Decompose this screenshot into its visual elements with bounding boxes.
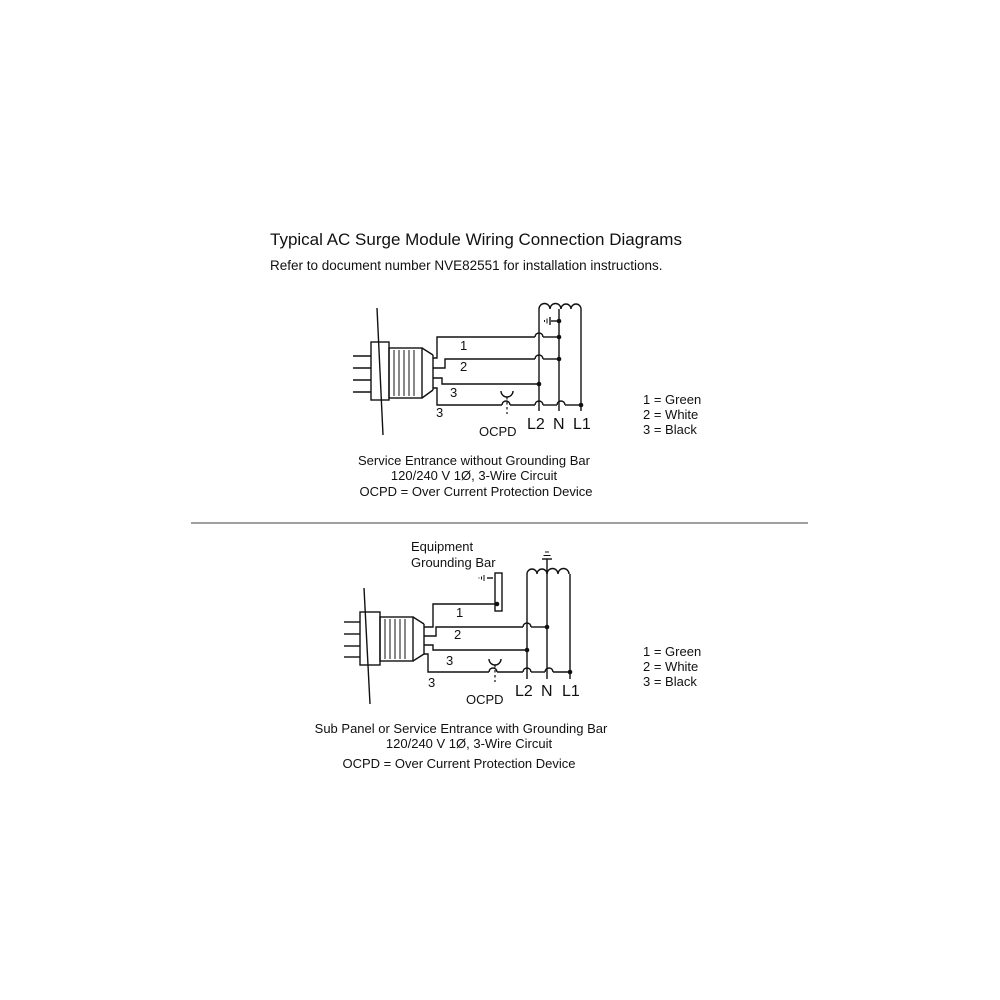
wire-label-3a: 3	[446, 653, 453, 668]
diagram1-legend-black: 3 = Black	[643, 422, 697, 437]
ocpd-label: OCPD	[466, 692, 504, 707]
ground-symbol	[544, 317, 551, 325]
wire-label-1: 1	[460, 338, 467, 353]
page-subtitle: Refer to document number NVE82551 for in…	[270, 258, 662, 273]
diagram2-caption-line1: Sub Panel or Service Entrance with Groun…	[315, 721, 608, 736]
ocpd-label: OCPD	[479, 424, 517, 439]
transformer-coil	[538, 302, 582, 411]
wire-label-3a: 3	[450, 385, 457, 400]
wire-label-3b: 3	[436, 405, 443, 420]
diagram2-legend-black: 3 = Black	[643, 674, 697, 689]
diagram1-caption-line3: OCPD = Over Current Protection Device	[360, 484, 593, 499]
wire-label-1: 1	[456, 605, 463, 620]
surge-module	[344, 587, 425, 705]
ocpd-symbol	[488, 658, 502, 682]
diagram1-caption-line2: 120/240 V 1Ø, 3-Wire Circuit	[391, 468, 558, 483]
wire-label-3b: 3	[428, 675, 435, 690]
diagram2-caption-line3: OCPD = Over Current Protection Device	[343, 756, 576, 771]
diagram1-legend-white: 2 = White	[643, 407, 698, 422]
diagram1-legend-green: 1 = Green	[643, 392, 701, 407]
diagram1-caption-line1: Service Entrance without Grounding Bar	[358, 453, 591, 468]
diagram2-legend-green: 1 = Green	[643, 644, 701, 659]
ground-symbol	[542, 551, 552, 560]
transformer-coil	[526, 559, 571, 679]
page-title: Typical AC Surge Module Wiring Connectio…	[270, 230, 682, 249]
grounding-bar-label-line2: Grounding Bar	[411, 555, 496, 570]
ocpd-symbol	[500, 390, 514, 414]
diagram-sub-panel: Equipment Grounding Bar	[315, 539, 702, 771]
grounding-bar-label-line1: Equipment	[411, 539, 474, 554]
wire-label-2: 2	[460, 359, 467, 374]
wire-label-2: 2	[454, 627, 461, 642]
terminal-l1: L1	[573, 416, 591, 433]
terminal-n: N	[541, 683, 553, 700]
surge-module	[353, 307, 434, 436]
diagram2-caption-line2: 120/240 V 1Ø, 3-Wire Circuit	[386, 736, 553, 751]
terminal-l2: L2	[515, 683, 533, 700]
diagram2-legend-white: 2 = White	[643, 659, 698, 674]
terminal-l2: L2	[527, 416, 545, 433]
terminal-l1: L1	[562, 683, 580, 700]
diagram-service-entrance: 1 2 3 3 OCPD L2 N L1 Service Entrance wi…	[353, 302, 701, 499]
equipment-grounding-bar	[478, 572, 503, 612]
terminal-n: N	[553, 416, 565, 433]
